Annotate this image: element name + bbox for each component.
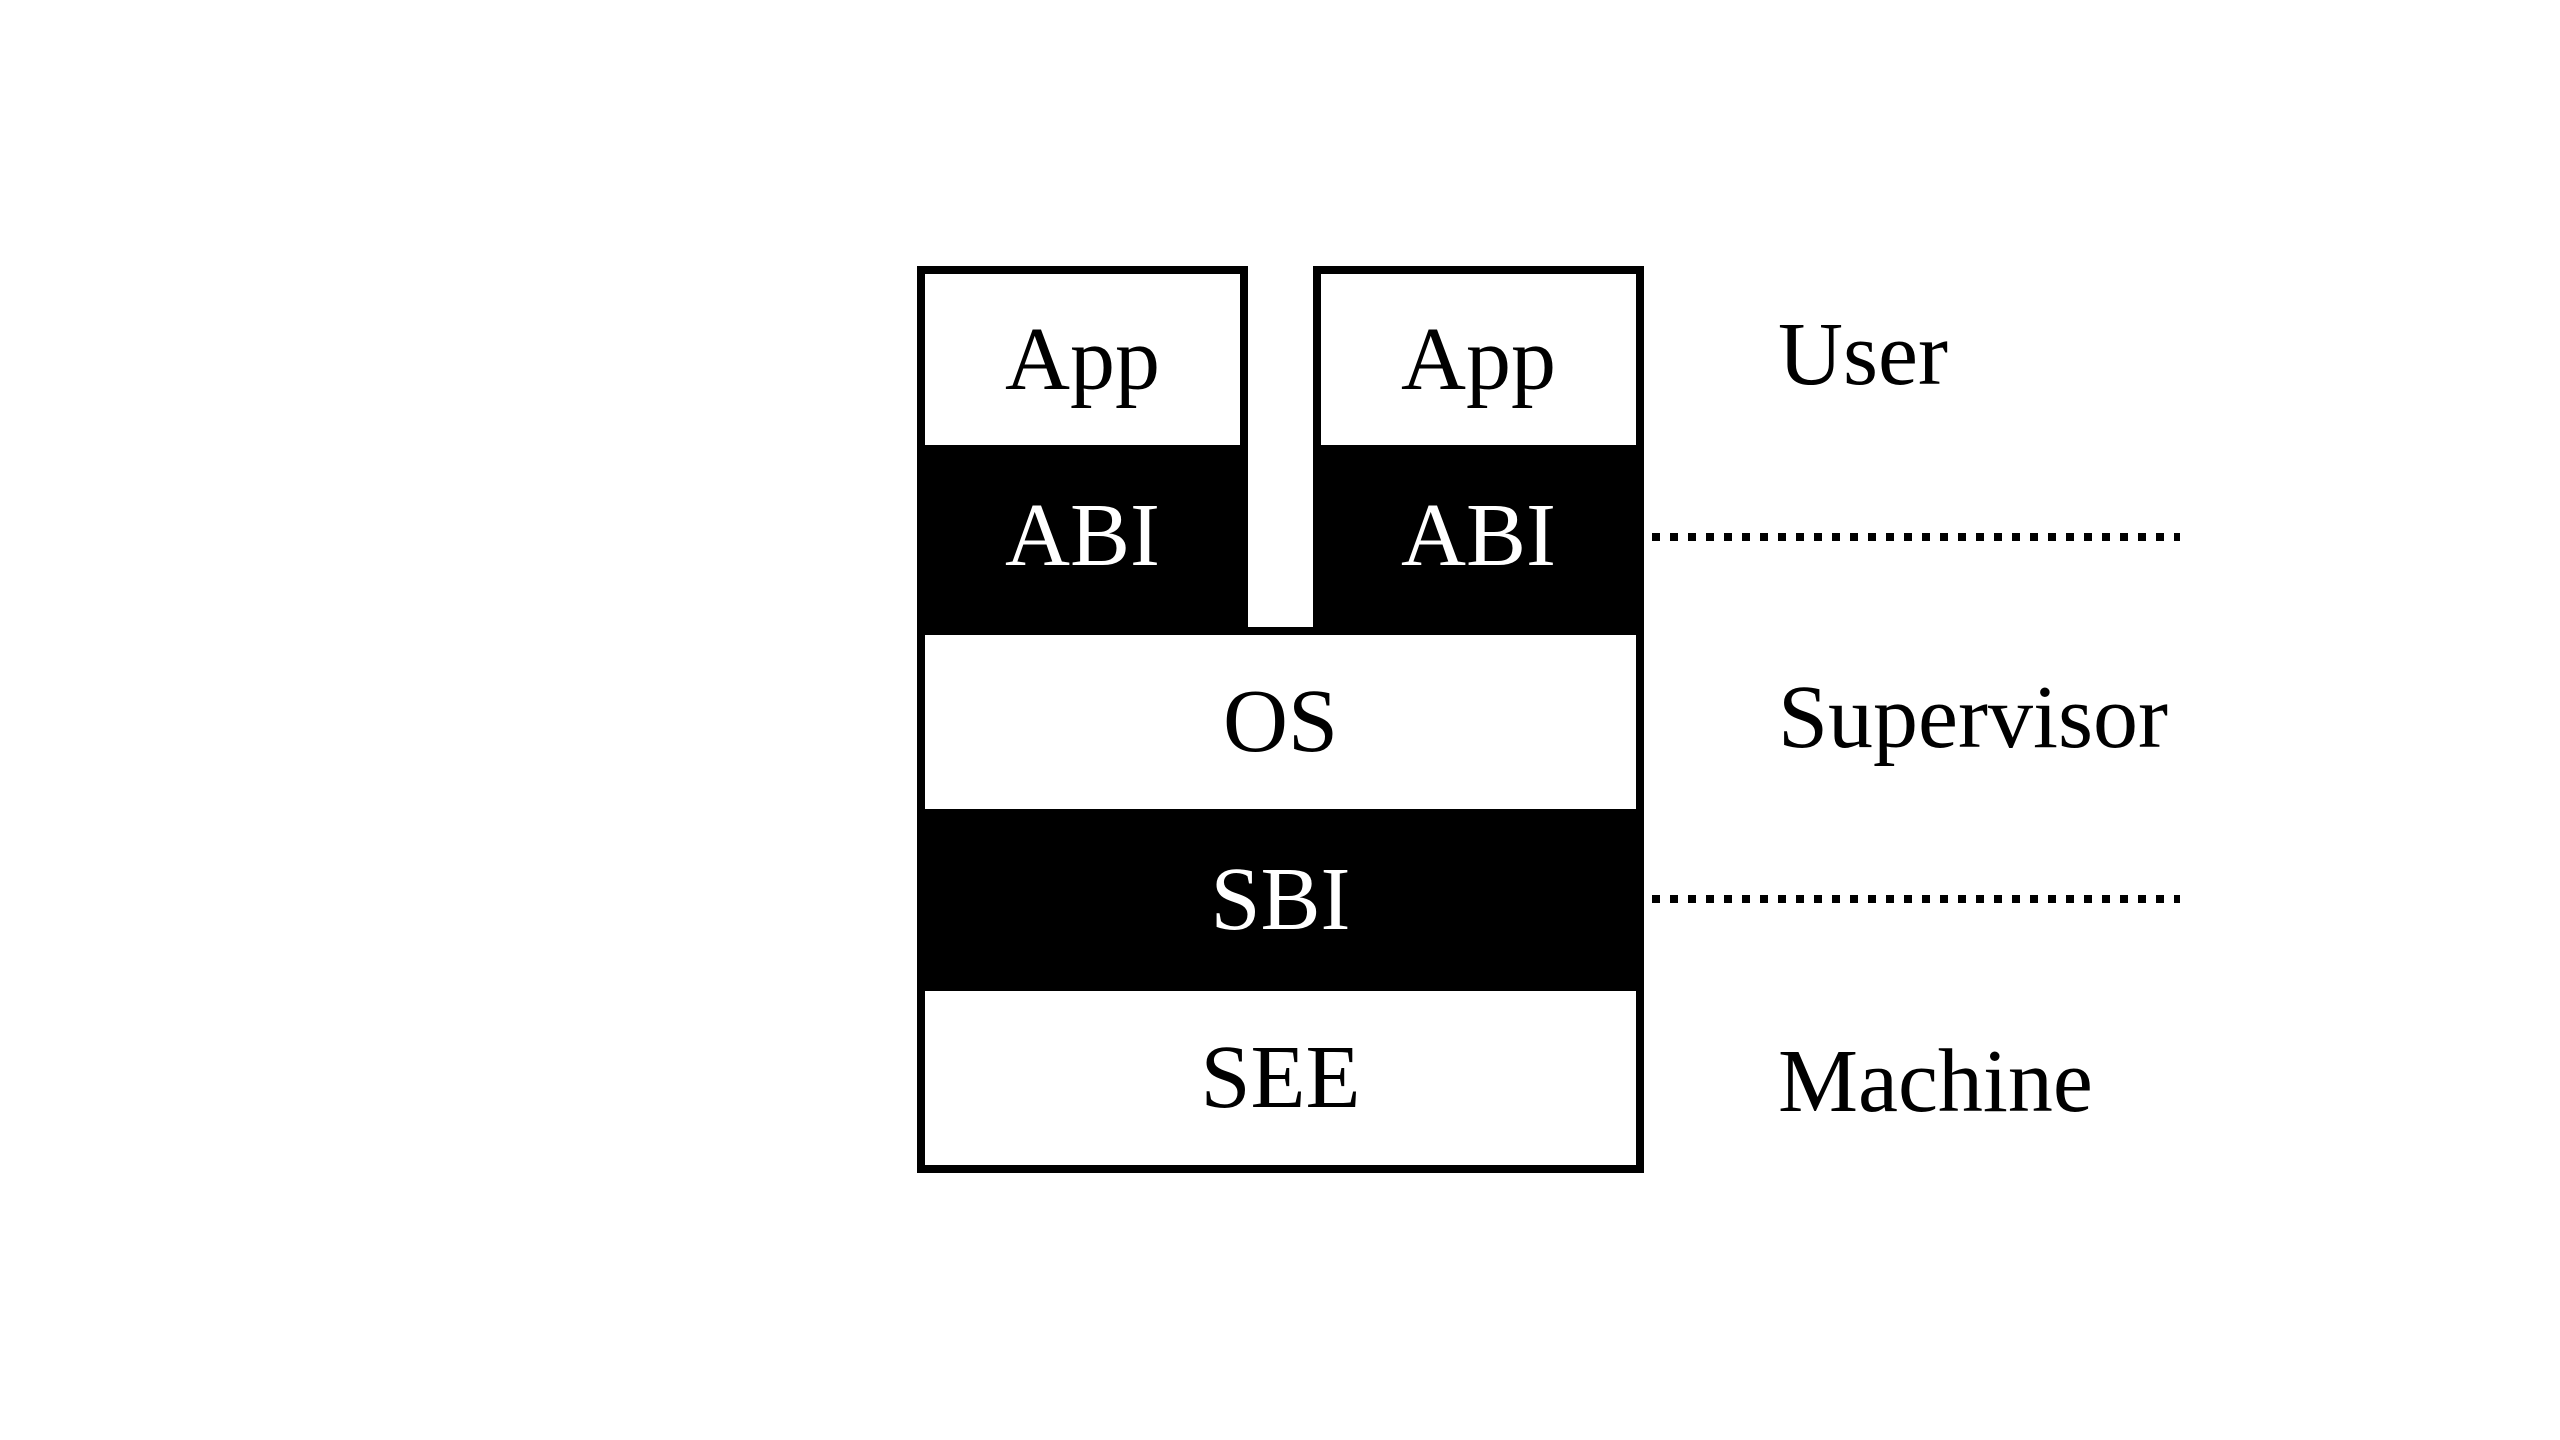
app-abi-column-1: App ABI xyxy=(917,266,1248,627)
sbi-label: SBI xyxy=(1210,850,1351,949)
app-box-1: App xyxy=(917,266,1248,445)
os-label: OS xyxy=(1222,672,1339,771)
see-layer: SEE xyxy=(925,991,1636,1165)
sbi-interface-dotted-line xyxy=(1652,895,2180,903)
abi-label-2: ABI xyxy=(1401,486,1556,585)
privilege-label-supervisor: Supervisor xyxy=(1778,668,2168,767)
os-sbi-see-box: OS SBI SEE xyxy=(917,627,1644,1173)
app-box-2: App xyxy=(1313,266,1644,445)
app-label-2: App xyxy=(1401,309,1556,409)
abi-layer-2: ABI xyxy=(1313,445,1644,627)
abi-layer-1: ABI xyxy=(917,445,1248,627)
privilege-label-machine: Machine xyxy=(1778,1032,2093,1131)
privilege-label-user: User xyxy=(1778,305,1948,404)
abi-label-1: ABI xyxy=(1005,486,1160,585)
sbi-layer: SBI xyxy=(925,809,1636,991)
app-label-1: App xyxy=(1005,309,1160,409)
os-layer: OS xyxy=(925,635,1636,809)
abi-interface-dotted-line xyxy=(1652,533,2180,541)
app-abi-column-2: App ABI xyxy=(1313,266,1644,627)
see-label: SEE xyxy=(1200,1028,1361,1127)
